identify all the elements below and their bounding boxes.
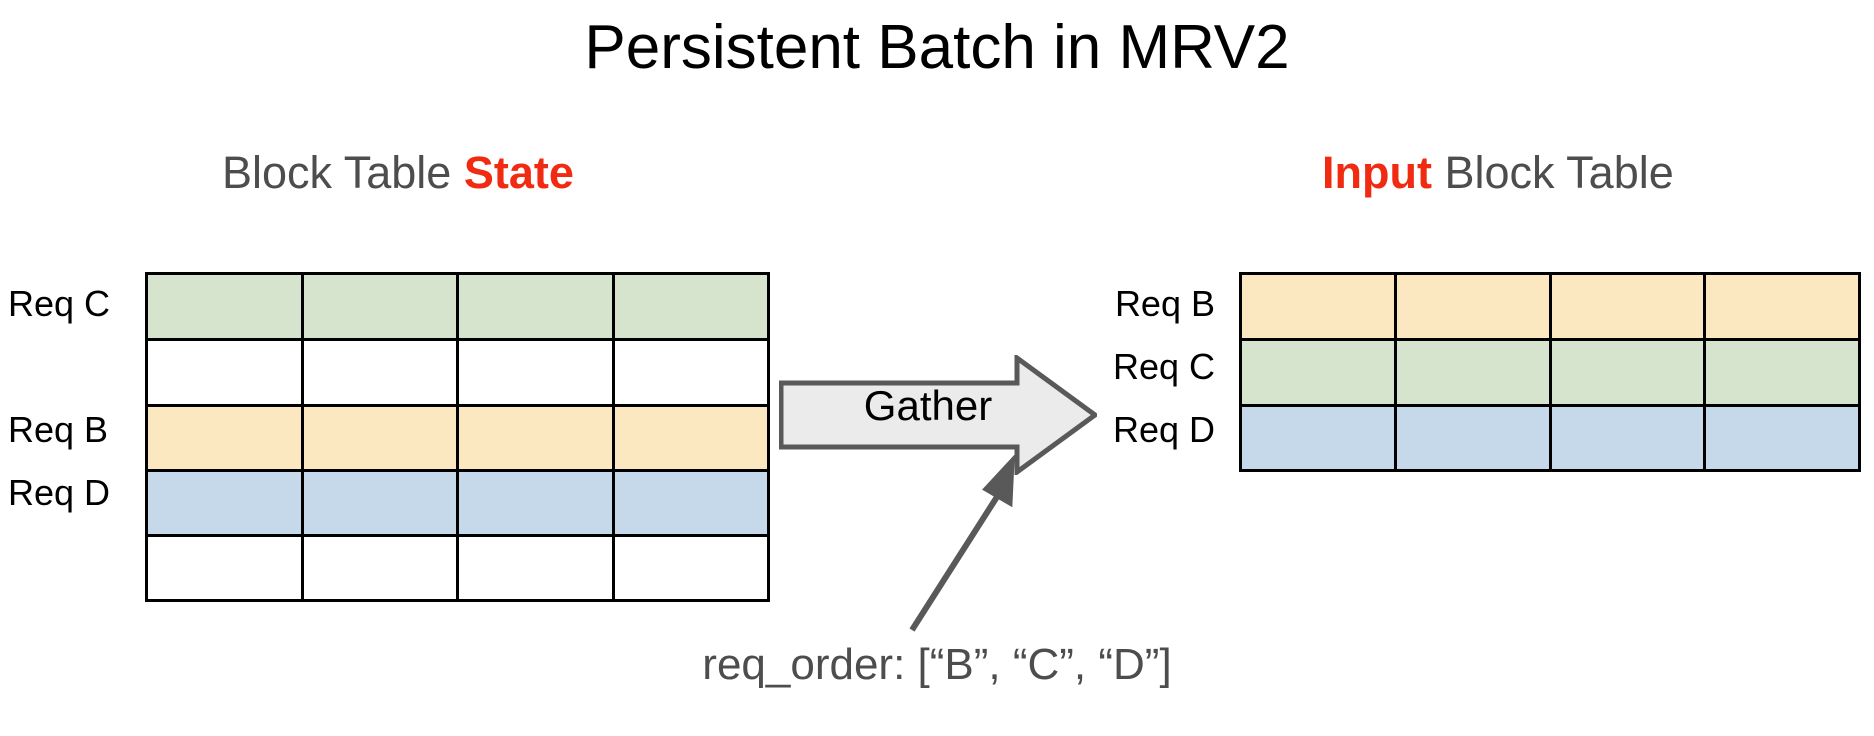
table-cell — [614, 407, 767, 469]
table-cell — [614, 537, 767, 599]
row-label-req-b: Req B — [8, 408, 109, 450]
heading-right-accent: Input — [1322, 147, 1432, 198]
row-label-req-c: Req C — [1112, 345, 1215, 387]
table-cell — [303, 275, 456, 338]
row-label-req-b: Req B — [1114, 282, 1215, 324]
heading-right-plain: Block Table — [1431, 147, 1674, 198]
gather-label: Gather — [863, 382, 993, 429]
table-cell — [1551, 341, 1704, 404]
heading-left-plain: Block Table — [222, 147, 464, 198]
table-cell — [303, 341, 456, 404]
gather-arrow-icon — [779, 355, 1097, 475]
table-cell — [1551, 407, 1704, 469]
table-cell — [459, 407, 612, 469]
table-cell — [1706, 407, 1858, 469]
table-cell — [148, 472, 301, 534]
table-cell — [459, 472, 612, 534]
table-cell — [614, 275, 767, 338]
table-cell — [459, 341, 612, 404]
table-cell — [1706, 341, 1858, 404]
state-block-table — [145, 272, 770, 602]
table-cell — [614, 341, 767, 404]
row-label-req-d: Req D — [1112, 408, 1215, 450]
table-cell — [303, 537, 456, 599]
table-cell — [1706, 275, 1858, 338]
row-label-req-c: Req C — [8, 282, 111, 324]
table-cell — [303, 472, 456, 534]
table-cell — [148, 537, 301, 599]
row-label-req-d: Req D — [8, 471, 111, 513]
table-cell — [1396, 341, 1549, 404]
table-cell — [459, 275, 612, 338]
input-block-table — [1239, 272, 1861, 472]
block-table-state-heading: Block Table State — [222, 147, 574, 199]
table-cell — [148, 275, 301, 338]
table-cell — [303, 407, 456, 469]
table-cell — [1551, 275, 1704, 338]
table-cell — [459, 537, 612, 599]
table-cell — [1242, 341, 1394, 404]
table-cell — [1242, 275, 1394, 338]
heading-left-accent: State — [463, 147, 574, 198]
page-title: Persistent Batch in MRV2 — [584, 13, 1290, 82]
table-cell — [1242, 407, 1394, 469]
table-cell — [614, 472, 767, 534]
table-cell — [1396, 275, 1549, 338]
req-order-caption: req_order: [“B”, “C”, “D”] — [702, 640, 1172, 689]
table-cell — [148, 341, 301, 404]
table-cell — [1396, 407, 1549, 469]
table-cell — [148, 407, 301, 469]
req-order-pointer-arrow-icon — [909, 455, 1015, 632]
input-block-table-heading: Input Block Table — [1322, 147, 1674, 199]
